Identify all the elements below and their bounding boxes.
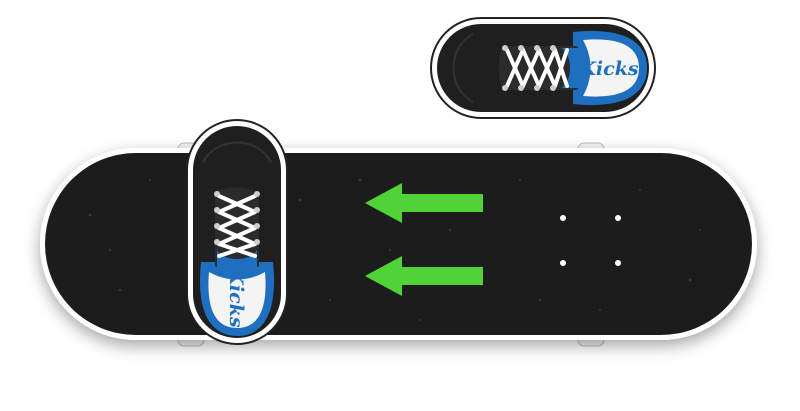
back-shoe: Kicks <box>429 16 657 120</box>
left-arrow-icon <box>365 183 483 223</box>
skateboard-deck <box>40 148 757 340</box>
direction-arrows <box>365 183 483 296</box>
shoe-brand-text: Kicks <box>225 267 247 327</box>
front-shoe: Kicks <box>185 118 289 346</box>
shoe-brand-text: Kicks <box>578 58 638 80</box>
left-arrow-icon <box>365 256 483 296</box>
bolt <box>560 215 566 221</box>
bolt <box>560 260 566 266</box>
bolt <box>615 215 621 221</box>
bolt <box>615 260 621 266</box>
